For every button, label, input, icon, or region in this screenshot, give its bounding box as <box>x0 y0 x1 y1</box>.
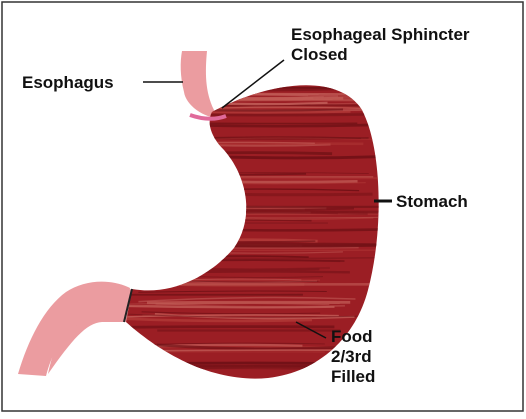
food-label-line2: 2/3rd <box>331 347 372 366</box>
muscle-fiber <box>111 327 335 328</box>
food-label-line3: Filled <box>331 367 375 386</box>
food-label-line1: Food <box>331 327 373 346</box>
stomach-label: Stomach <box>396 192 468 211</box>
esophagus-label: Esophagus <box>22 73 114 92</box>
sphincter-label-line1: Esophageal Sphincter <box>291 25 470 44</box>
sphincter-label-line2: Closed <box>291 45 348 64</box>
